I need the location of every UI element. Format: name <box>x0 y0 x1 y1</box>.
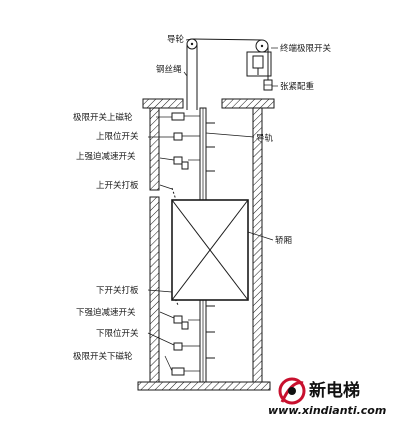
machine-room-slab <box>142 98 275 109</box>
shaft-left-wall <box>149 107 160 383</box>
label-limit-switch-upper-wheel: 极限开关上磁轮 <box>73 112 133 123</box>
label-upper-switch-striker: 上开关打板 <box>96 180 139 191</box>
label-tension-weight: 张紧配重 <box>280 81 315 92</box>
label-car: 轿厢 <box>275 235 293 246</box>
label-lower-forced-slowdown-switch: 下强迫减速开关 <box>76 307 136 318</box>
lower-forced-slowdown-switch <box>173 315 200 330</box>
terminal-limit-switch <box>246 51 272 77</box>
label-terminal-limit-switch: 终端极限开关 <box>280 43 332 54</box>
guide-wheel <box>186 38 198 50</box>
pit-slab <box>137 381 271 391</box>
label-upper-limit-switch: 上限位开关 <box>96 131 139 142</box>
shaft-right-wall <box>252 107 263 383</box>
tension-weight <box>263 79 273 91</box>
label-guide-wheel: 导轮 <box>167 34 185 45</box>
watermark: 新电梯 www.xindianti.com <box>268 377 386 417</box>
elevator-car <box>171 199 249 301</box>
watermark-logo-icon <box>278 377 306 405</box>
label-lower-switch-striker: 下开关打板 <box>96 285 139 296</box>
wire-rope <box>186 38 269 110</box>
label-lower-limit-switch: 下限位开关 <box>96 328 139 339</box>
upper-switch-striker <box>171 187 177 201</box>
lower-limit-switch <box>173 342 200 351</box>
lower-magnetic-wheel <box>171 367 200 376</box>
label-wire-rope: 钢丝绳 <box>156 64 182 75</box>
label-guide-rail: 导轨 <box>256 133 274 144</box>
upper-magnetic-wheel <box>171 112 200 121</box>
watermark-url: www.xindianti.com <box>268 404 386 417</box>
watermark-text: 新电梯 <box>309 380 360 401</box>
leader-lines <box>147 38 278 372</box>
label-upper-forced-slowdown-switch: 上强迫减速开关 <box>76 151 136 162</box>
upper-limit-switch <box>173 132 200 141</box>
upper-forced-slowdown-switch <box>173 156 200 170</box>
rail-cams <box>206 122 215 359</box>
terminal-pulley <box>255 39 269 53</box>
label-limit-switch-lower-wheel: 极限开关下磁轮 <box>73 351 133 362</box>
